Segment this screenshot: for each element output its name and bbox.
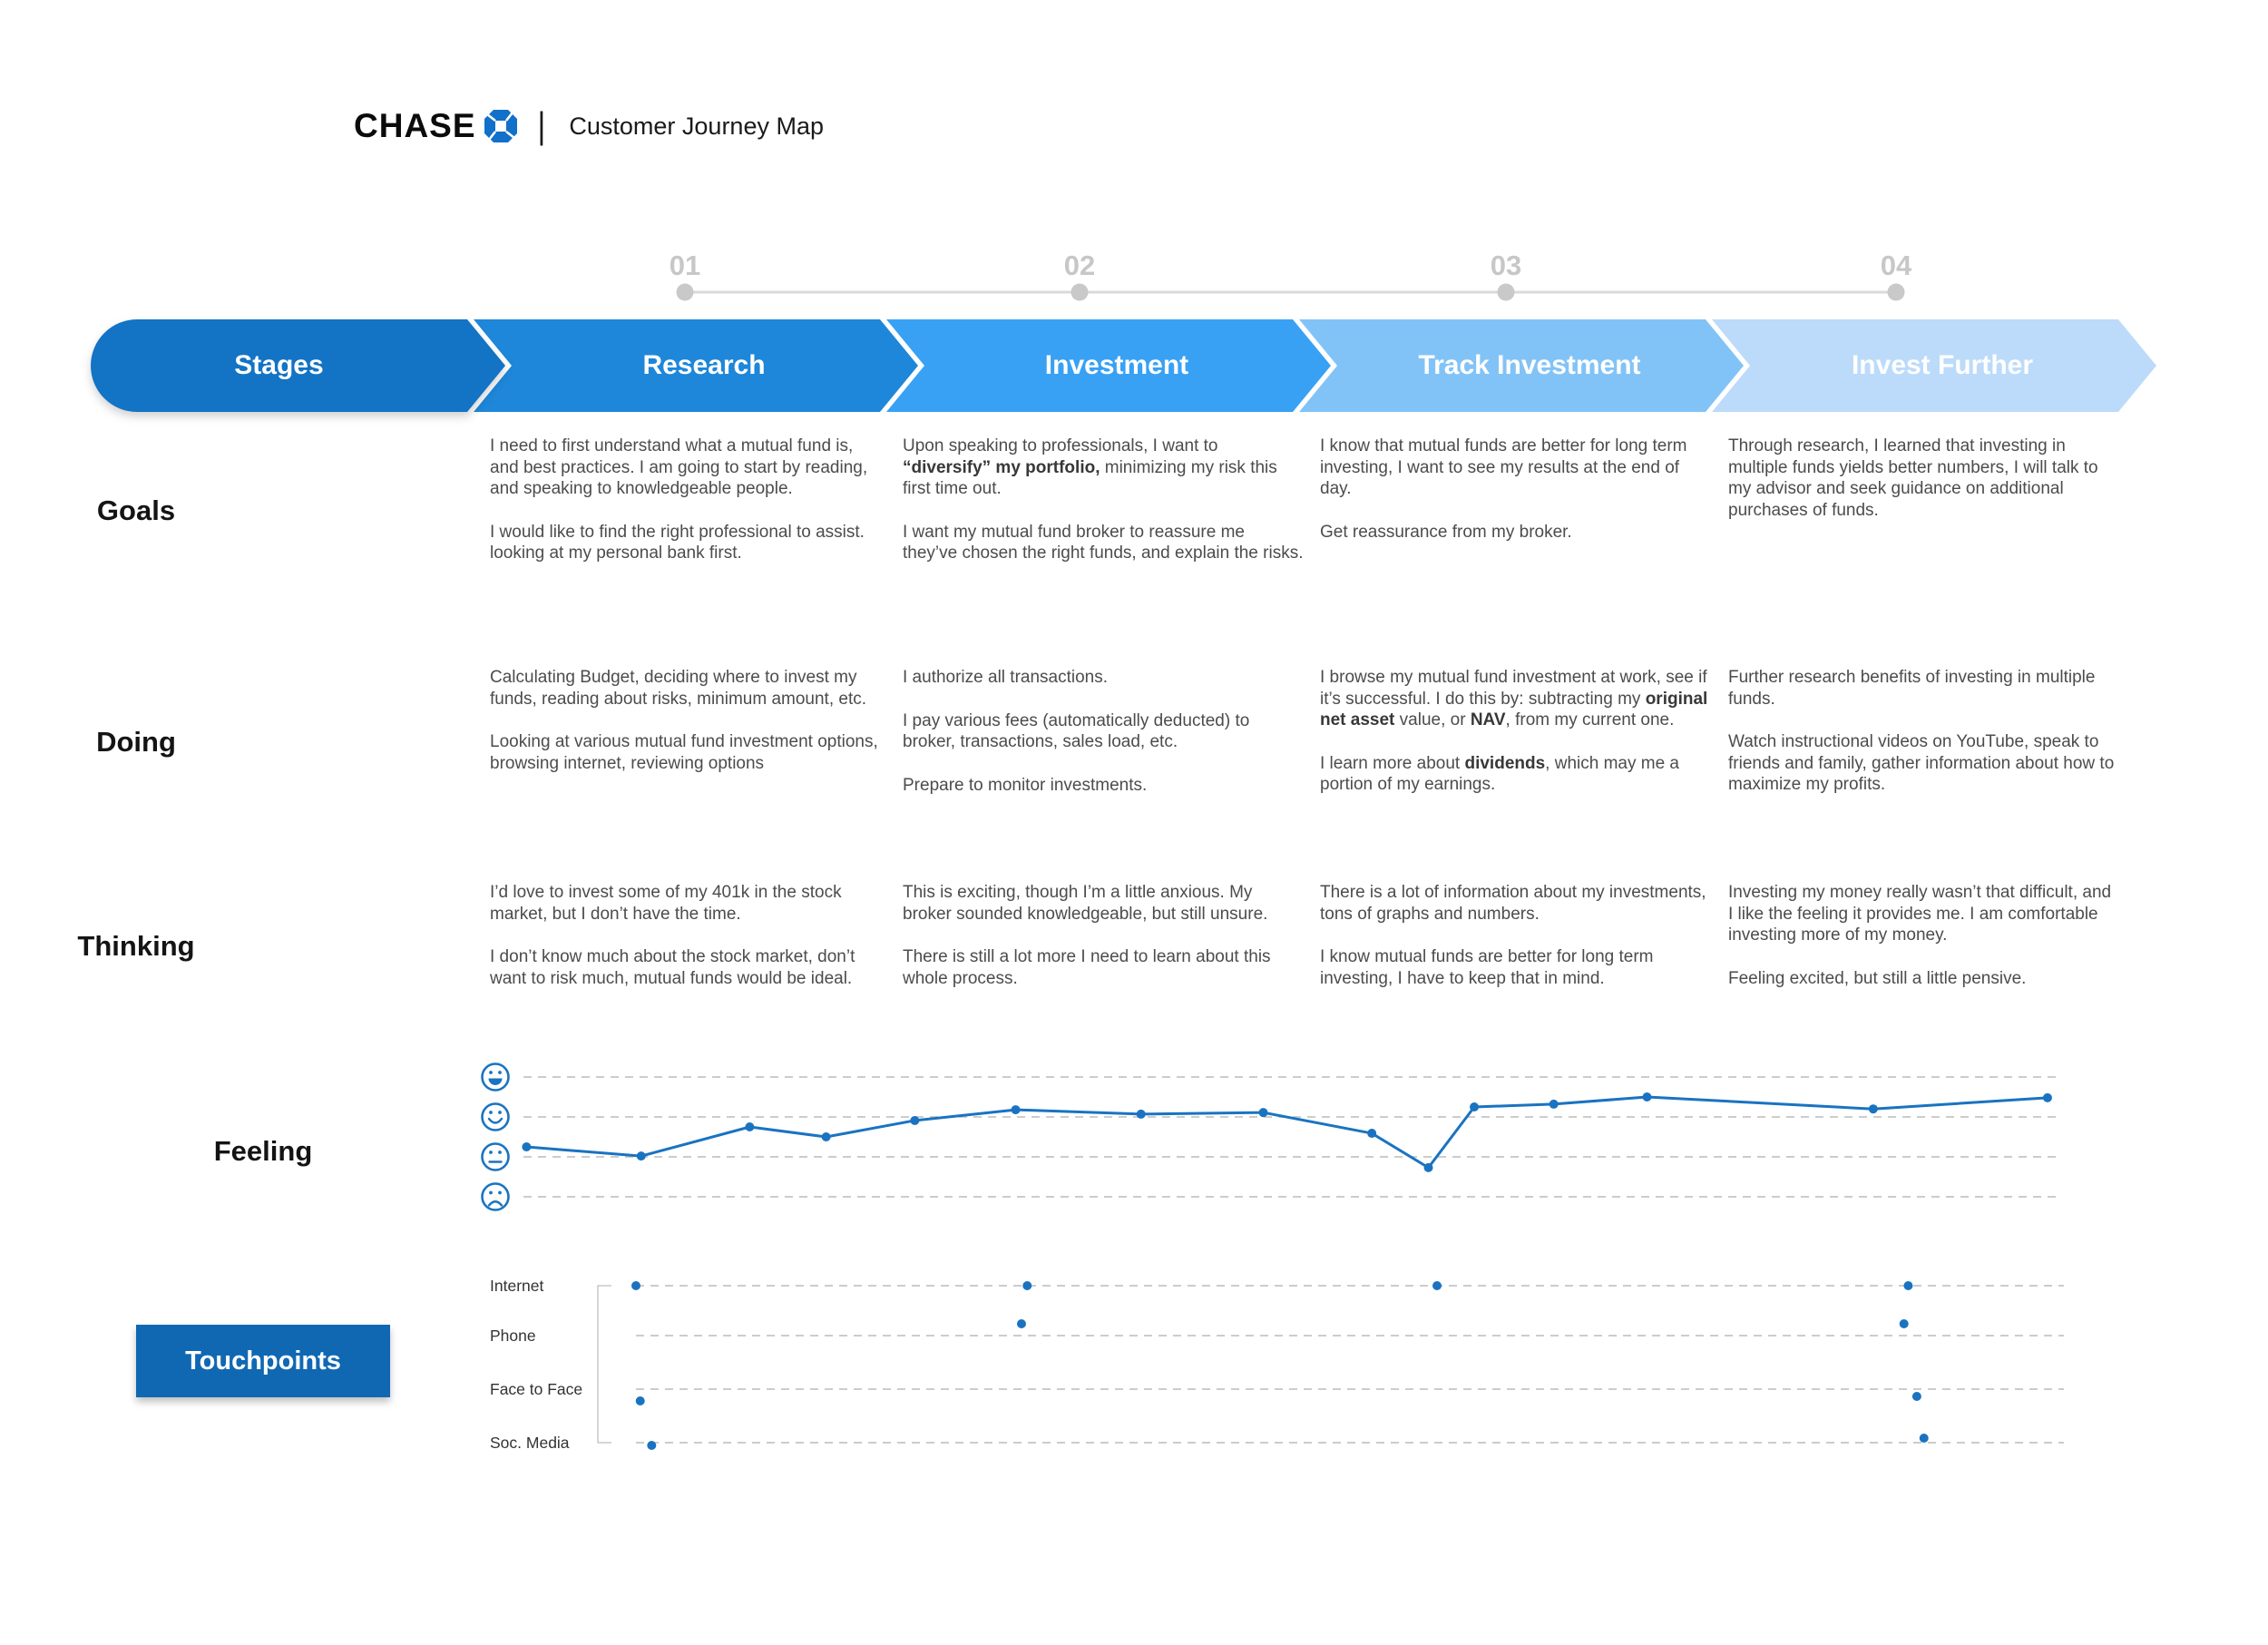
goals-row: Goals I need to first understand what a … [0, 436, 2268, 586]
page-title: Customer Journey Map [569, 112, 824, 140]
emoji-very-happy-icon [481, 1062, 510, 1092]
feeling-data-point [910, 1115, 920, 1125]
feeling-data-point [522, 1142, 532, 1151]
doing-row: Doing Calculating Budget, deciding where… [0, 667, 2268, 818]
touchpoint-dot [1022, 1281, 1032, 1290]
chase-octagon-icon [484, 110, 517, 142]
timeline-step-number: 04 [1881, 250, 1912, 281]
header-divider: | [537, 104, 546, 147]
stages-row: Stages Research Investment Track Investment… [91, 319, 2195, 412]
touchpoint-label: Soc. Media [490, 1434, 570, 1452]
timeline: 01 02 03 04 [670, 250, 1912, 301]
stage-label: Invest Further [1851, 350, 2034, 380]
feeling-data-point [1549, 1099, 1559, 1109]
touchpoint-dot [1016, 1319, 1026, 1328]
feeling-data-point [1011, 1105, 1021, 1115]
emoji-sad-icon [481, 1182, 510, 1211]
timeline-step-number: 03 [1491, 250, 1521, 281]
touchpoint-label: Phone [490, 1327, 536, 1345]
timeline-dot [1497, 283, 1515, 301]
feeling-data-point [636, 1151, 646, 1161]
feeling-data-point [821, 1132, 831, 1141]
timeline-step-number: 01 [670, 250, 700, 281]
feeling-chart [481, 1062, 2059, 1211]
stage-chevron-track-investment: Track Investment [1299, 319, 1744, 412]
touchpoint-label: Face to Face [490, 1380, 582, 1398]
doing-cell: Calculating Budget, deciding where to in… [490, 668, 878, 773]
feeling-data-point [1868, 1104, 1878, 1114]
stage-label: Research [642, 350, 766, 380]
stage-label: Investment [1044, 350, 1189, 380]
timeline-dot [1887, 283, 1905, 301]
thinking-row-label: Thinking [77, 930, 195, 962]
touchpoints-bracket [597, 1285, 611, 1444]
thinking-cell: Investing my money really wasn’t that di… [1728, 883, 2112, 988]
feeling-data-point [745, 1122, 755, 1131]
thinking-cell: There is a lot of information about my i… [1320, 883, 1706, 988]
stage-chevron-stages: Stages [91, 319, 505, 412]
feeling-data-point [1470, 1102, 1480, 1111]
thinking-cell: I’d love to invest some of my 401k in th… [490, 883, 855, 988]
touchpoint-dot [1903, 1281, 1913, 1290]
doing-cell: I browse my mutual fund investment at wo… [1320, 668, 1708, 794]
touchpoints-box: Touchpoints [136, 1325, 390, 1397]
timeline-step-number: 02 [1064, 250, 1095, 281]
feeling-data-point [2042, 1092, 2052, 1102]
goals-cell: Upon speaking to professionals, I want t… [903, 436, 1304, 563]
feeling-data-point [1258, 1108, 1268, 1118]
stage-chevron-invest-further: Invest Further [1712, 319, 2156, 412]
stage-chevron-investment: Investment [886, 319, 1331, 412]
emoji-happy-icon [481, 1102, 510, 1131]
touchpoint-dot [647, 1441, 657, 1450]
doing-cell: I authorize all transactions.I pay vario… [903, 668, 1250, 795]
doing-cell: Further research benefits of investing i… [1728, 668, 2115, 794]
touchpoint-label: Internet [490, 1277, 543, 1295]
touchpoint-dot [1899, 1319, 1909, 1328]
touchpoint-dot [635, 1396, 645, 1405]
stages-header-label: Stages [234, 350, 324, 380]
brand-wordmark: CHASE [354, 107, 476, 144]
emoji-neutral-icon [481, 1142, 510, 1171]
feeling-row-label: Feeling [213, 1135, 313, 1167]
timeline-dot [676, 283, 694, 301]
feeling-data-point [1423, 1162, 1433, 1172]
touchpoint-dot [1919, 1434, 1929, 1443]
timeline-dot [1070, 283, 1089, 301]
stage-chevron-research: Research [474, 319, 918, 412]
stage-label: Track Investment [1418, 350, 1641, 380]
doing-row-label: Doing [96, 726, 176, 758]
goals-cell: I know that mutual funds are better for … [1320, 436, 1687, 542]
touchpoint-dot [631, 1281, 640, 1290]
thinking-row: Thinking I’d love to invest some of my 4… [0, 882, 2268, 1011]
touchpoint-dot [1432, 1281, 1442, 1290]
thinking-cell: This is exciting, though I’m a little an… [903, 883, 1271, 988]
goals-cell: Through research, I learned that investi… [1728, 436, 2098, 520]
goals-cell: I need to first understand what a mutual… [490, 436, 868, 563]
header: CHASE | Customer Journey Map [354, 104, 824, 147]
feeling-data-point [1367, 1129, 1377, 1139]
feeling-data-point [1642, 1092, 1652, 1102]
feeling-data-point [1136, 1109, 1146, 1119]
touchpoint-dot [1911, 1392, 1921, 1401]
goals-row-label: Goals [96, 494, 176, 526]
touchpoints-label: Touchpoints [185, 1346, 341, 1376]
